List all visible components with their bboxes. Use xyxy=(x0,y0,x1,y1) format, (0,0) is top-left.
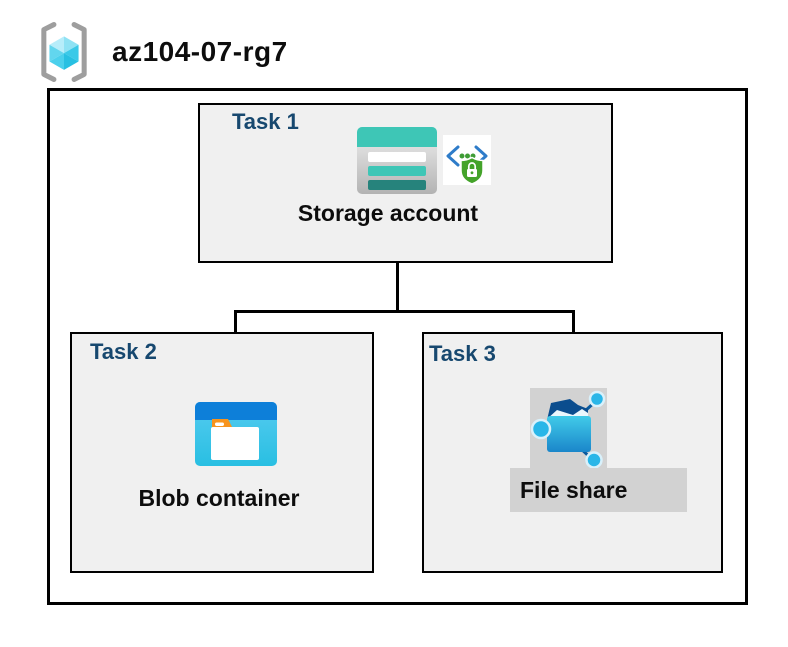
connector-storage-stem xyxy=(396,234,399,313)
file-share-label: File share xyxy=(520,477,628,503)
task1-label: Task 1 xyxy=(232,109,299,134)
file-share-label-background xyxy=(510,468,687,512)
task2-label: Task 2 xyxy=(90,339,157,364)
task3-label: Task 3 xyxy=(429,341,496,366)
blob-container-label: Blob container xyxy=(138,485,300,511)
resource-group-name: az104-07-rg7 xyxy=(112,36,288,67)
task2-box xyxy=(70,332,374,573)
storage-account-icon xyxy=(357,127,437,194)
storage-account-label: Storage account xyxy=(297,200,479,226)
resource-group-icon xyxy=(36,21,92,83)
file-share-icon xyxy=(530,388,607,468)
connector-horizontal xyxy=(234,310,575,313)
sas-shield-lock-icon xyxy=(443,135,491,185)
blob-container-icon xyxy=(195,402,277,466)
